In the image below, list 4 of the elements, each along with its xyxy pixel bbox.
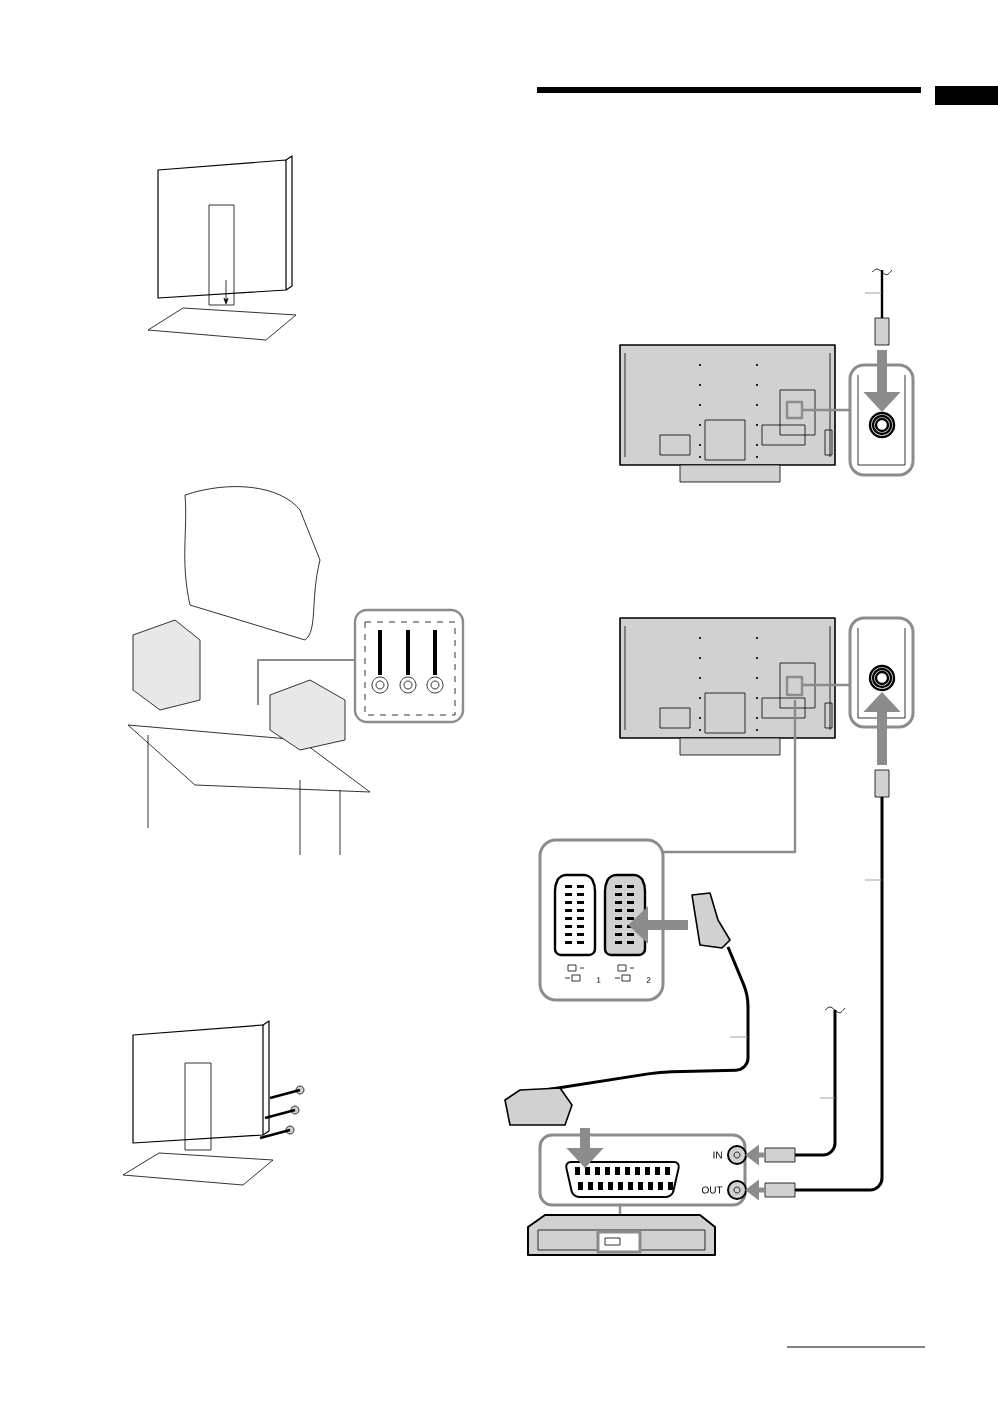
port-label: 2: [646, 977, 651, 983]
port-label: IN: [713, 1151, 722, 1159]
port-label: OUT: [701, 1186, 723, 1194]
port-label: 1: [597, 977, 601, 983]
